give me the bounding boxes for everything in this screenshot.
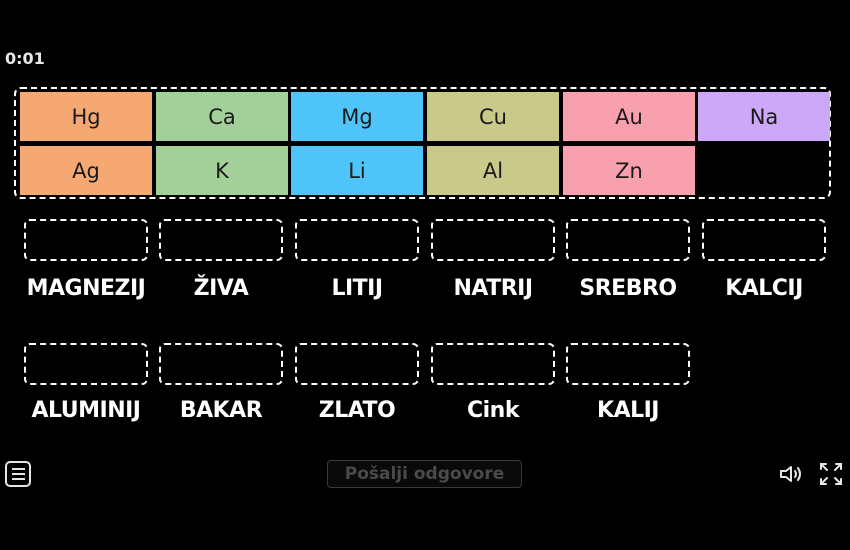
element-tile-al[interactable]: Al [427,146,559,195]
menu-button[interactable] [5,461,31,487]
element-tile-zn[interactable]: Zn [563,146,695,195]
element-tile-hg[interactable]: Hg [20,92,152,141]
fullscreen-button[interactable] [818,462,844,486]
element-tile-ag[interactable]: Ag [20,146,152,195]
drop-zone-zlato[interactable] [295,343,419,385]
hamburger-line [11,473,25,475]
speaker-icon [780,466,801,482]
submit-answers-button[interactable]: Pošalji odgovore [327,460,522,488]
element-tile-li[interactable]: Li [291,146,423,195]
drop-zone-kalij[interactable] [566,343,690,385]
target-label: BAKAR [179,398,263,423]
hamburger-menu-icon [11,468,25,470]
drop-zone-bakar[interactable] [159,343,283,385]
sound-button[interactable] [778,462,804,486]
fullscreen-expand-icon [820,463,842,485]
drop-zone-magnezij[interactable] [24,219,148,261]
target-label: ALUMINIJ [31,398,142,423]
target-label: LITIJ [331,276,383,301]
element-tile-k[interactable]: K [156,146,288,195]
drop-zone-litij[interactable] [295,219,419,261]
drop-zone-natrij[interactable] [431,219,555,261]
target-label: ŽIVA [193,276,249,301]
target-label: NATRIJ [453,276,533,301]
element-tile-cu[interactable]: Cu [427,92,559,141]
drop-zone-cink[interactable] [431,343,555,385]
drop-zone-živa[interactable] [159,219,283,261]
drop-zone-kalcij[interactable] [702,219,826,261]
target-label: MAGNEZIJ [26,276,146,301]
target-label: KALIJ [597,398,659,423]
element-tile-ca[interactable]: Ca [156,92,288,141]
target-label: SREBRO [579,276,677,301]
target-label: Cink [467,398,519,423]
hamburger-line [11,478,25,480]
element-tile-na[interactable]: Na [698,92,830,141]
target-label: KALCIJ [725,276,803,301]
drop-zone-srebro[interactable] [566,219,690,261]
tile-tray [14,87,831,199]
timer: 0:01 [5,49,45,68]
element-tile-au[interactable]: Au [563,92,695,141]
element-tile-mg[interactable]: Mg [291,92,423,141]
drop-zone-aluminij[interactable] [24,343,148,385]
target-label: ZLATO [318,398,396,423]
